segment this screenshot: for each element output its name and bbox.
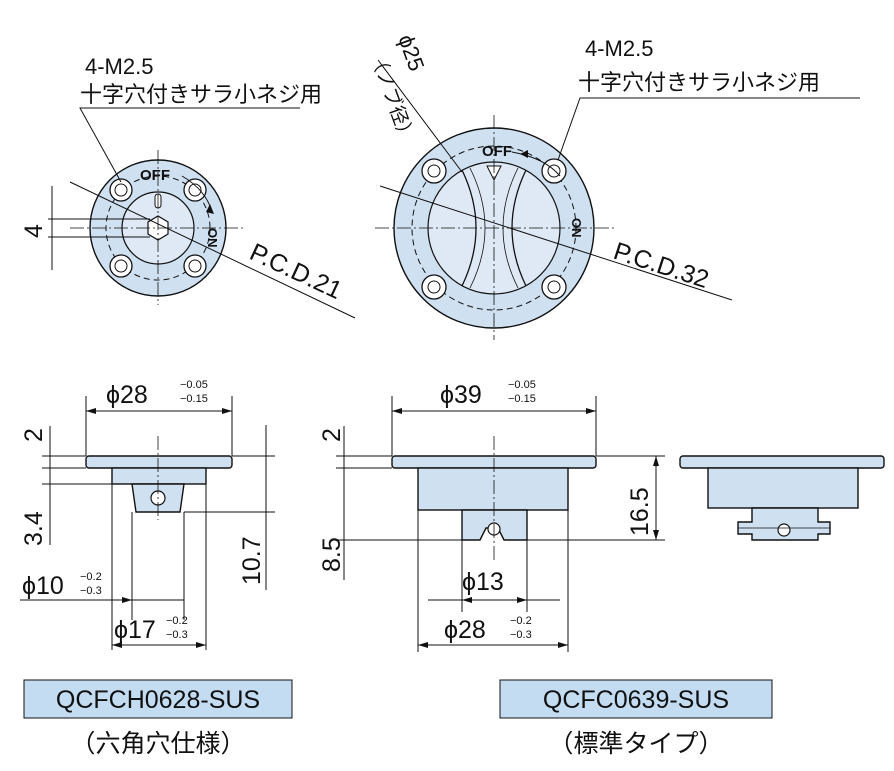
side-view-small [20,396,275,650]
tol-28-lower: −0.15 [180,393,208,405]
knob-dia-label: ϕ25 [393,31,429,74]
side-view-large [336,396,665,652]
dim-107-label: 10.7 [238,536,266,585]
model-code-right: QCFC0639-SUS [543,686,729,714]
tol-39-upper: −0.05 [508,379,536,391]
dia-10-label: ϕ10 [22,572,64,600]
screw-holes-small [109,178,207,278]
dim-2-left-label: 2 [20,428,48,442]
on-label-left: ON [205,228,220,248]
tol-39-lower: −0.15 [508,393,536,405]
model-desc-right: （標準タイプ） [548,730,723,758]
tol-28-upper-b: −0.2 [510,615,532,627]
model-code-left: QCFCH0628-SUS [56,686,260,714]
model-desc-left: （六角穴仕様） [70,730,245,758]
tol-17-lower: −0.3 [166,629,188,641]
body-side-large [417,467,569,511]
plan-view-large [375,59,860,340]
tol-17-upper: −0.2 [166,615,188,627]
body-side-small [111,467,207,485]
screw-qty-label-left: 4-M2.5 [85,54,153,79]
dim-4-label: 4 [20,224,48,238]
side-view-variant [679,455,885,541]
dim-2-right-label: 2 [318,428,346,442]
model-box-left [23,679,293,719]
dia-28-label: ϕ28 [444,616,486,644]
screw-qty-label-right: 4-M2.5 [585,36,653,61]
dia-17-label: ϕ17 [114,616,156,644]
on-label-right: ON [569,218,584,238]
dim-165-label: 16.5 [626,487,654,536]
flange-side-small [85,455,233,469]
tol-28-upper: −0.05 [180,379,208,391]
off-label-right: OFF [482,143,512,160]
off-label-left: OFF [140,167,170,184]
dia-13-label: ϕ13 [462,568,504,596]
plan-view-small [48,107,356,319]
tol-10-lower: −0.3 [80,585,102,597]
tol-10-upper: −0.2 [80,571,102,583]
dia-28-main-label: ϕ28 [106,381,148,409]
model-box-right [499,679,773,719]
dia-39-main-label: ϕ39 [440,381,482,409]
tol-28-lower-b: −0.3 [510,629,532,641]
screw-type-label-right: 十字穴付きサラ小ネジ用 [578,70,820,95]
dim-34-label: 3.4 [20,511,48,546]
screw-type-label-left: 十字穴付きサラ小ネジ用 [80,82,322,107]
pcd-32-label: P.C.D.32 [610,237,712,294]
dim-85-label: 8.5 [318,537,346,572]
pcd-21-label: P.C.D.21 [245,238,346,305]
